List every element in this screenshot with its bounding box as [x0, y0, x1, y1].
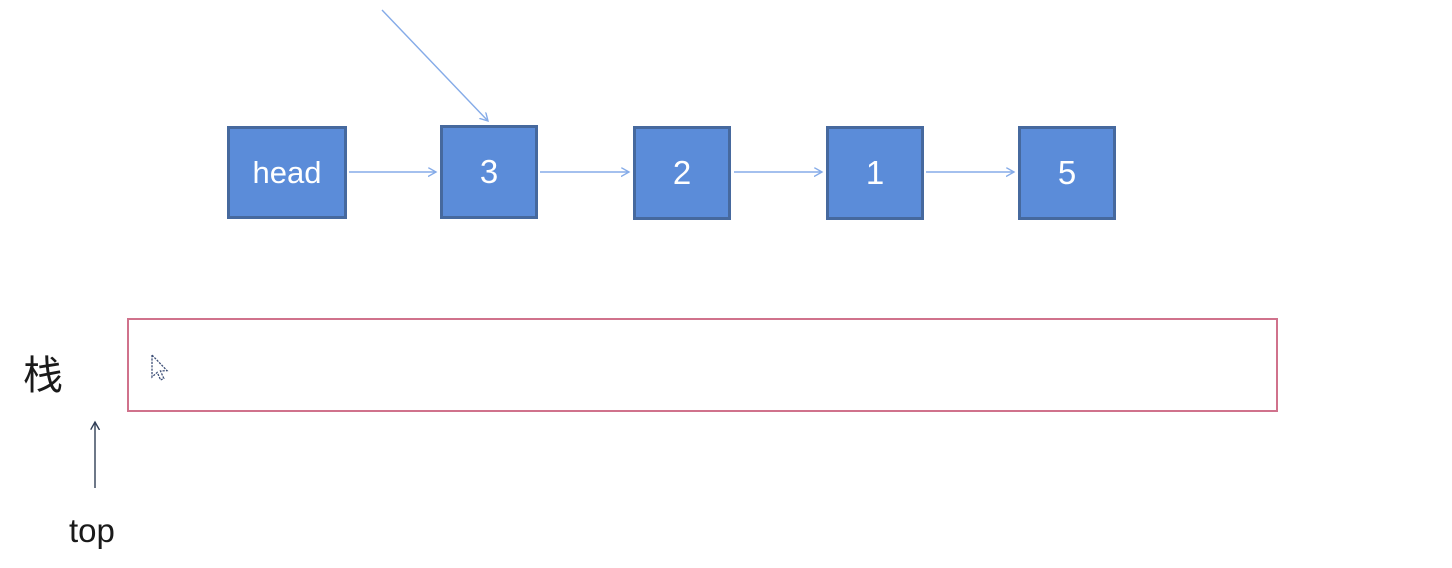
mouse-pointer-icon [151, 353, 169, 381]
list-node-head[interactable]: head [227, 126, 347, 219]
list-node-label: 1 [865, 154, 885, 191]
stack-title: 栈 [23, 354, 63, 398]
list-node-label: head [252, 154, 322, 190]
list-node[interactable]: 1 [826, 126, 924, 220]
stack-top-label: top [69, 512, 115, 549]
list-node-label: 2 [672, 154, 692, 191]
diagonal-arrow-icon [381, 9, 488, 121]
stack-container[interactable] [127, 318, 1278, 412]
list-node[interactable]: 3 [440, 125, 538, 219]
list-node-label: 3 [479, 153, 499, 190]
list-node[interactable]: 2 [633, 126, 731, 220]
list-node-label: 5 [1057, 154, 1077, 191]
list-node[interactable]: 5 [1018, 126, 1116, 220]
